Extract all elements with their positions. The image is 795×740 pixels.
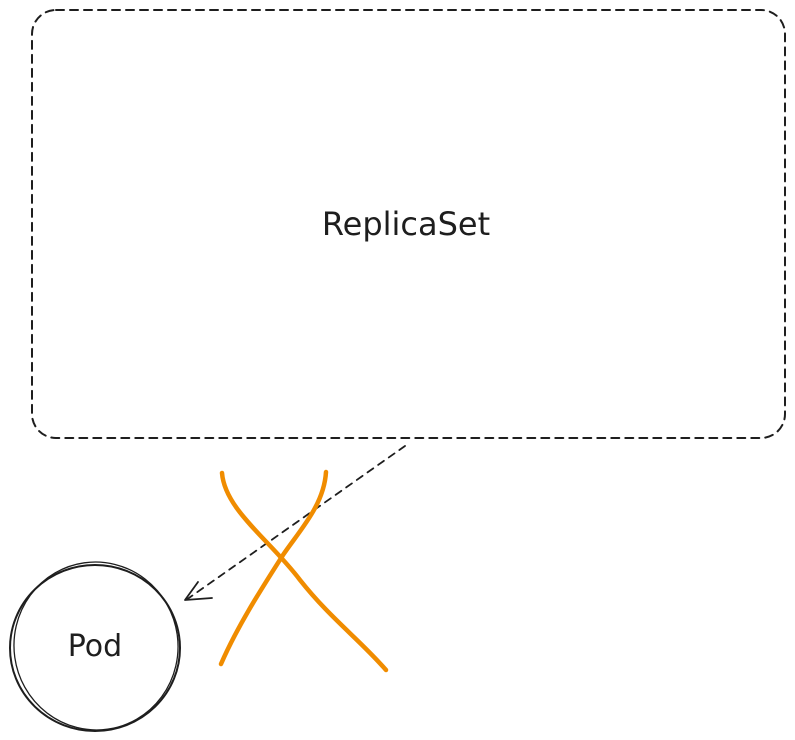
pod-circle-sketch [13, 561, 179, 731]
pod-label: Pod [68, 629, 122, 664]
cross-mark-icon [218, 469, 389, 673]
replicaset-label: ReplicaSet [322, 205, 490, 243]
dashed-arrow-icon [184, 445, 406, 601]
replicaset-box [31, 9, 786, 439]
pod-node: Pod [9, 561, 181, 732]
cross-stroke-left [219, 470, 389, 673]
cross-stroke-right [218, 469, 329, 667]
arrow-head [184, 581, 213, 601]
arrow-shaft [185, 445, 406, 601]
pod-circle [9, 564, 181, 732]
